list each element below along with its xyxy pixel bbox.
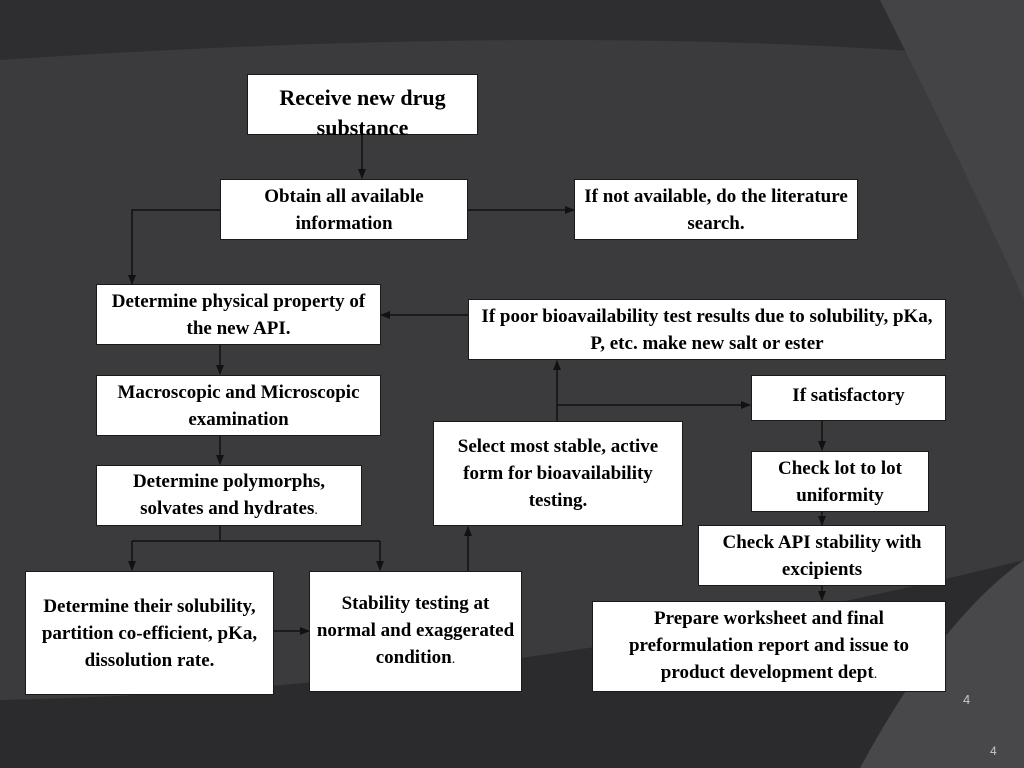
box-obtain-information: Obtain all available information xyxy=(220,179,468,240)
slide-number: 4 xyxy=(963,692,971,707)
box-stability-testing-period: . xyxy=(451,652,456,667)
box-receive-drug: Receive new drug substance xyxy=(247,74,478,140)
box-api-stability-text: Check API stability with excipients xyxy=(722,531,922,580)
box-solubility-text: Determine their solubility, partition co… xyxy=(41,595,258,671)
box-literature-search: If not available, do the literature sear… xyxy=(574,179,858,240)
box-worksheet-text: Prepare worksheet and final preformulati… xyxy=(628,608,910,683)
box-polymorphs-text: Determine polymorphs, solvates and hydra… xyxy=(132,470,326,519)
box-select-stable-form-text: Select most stable, active form for bioa… xyxy=(457,436,659,511)
box-polymorphs-period: . xyxy=(314,502,318,518)
box-solubility: Determine their solubility, partition co… xyxy=(25,571,274,695)
box-physical-property-text: Determine physical property of the new A… xyxy=(111,290,366,339)
box-lot-uniformity: Check lot to lot uniformity xyxy=(751,451,929,512)
box-worksheet-content: Prepare worksheet and final preformulati… xyxy=(597,605,941,688)
box-poor-bioavailability-text: If poor bioavailability test results due… xyxy=(481,305,933,354)
box-macroscopic-examination-text: Macroscopic and Microscopic examination xyxy=(117,381,360,430)
box-polymorphs-content: Determine polymorphs, solvates and hydra… xyxy=(101,468,357,524)
box-receive-drug-text: Receive new drug substance xyxy=(279,85,446,140)
footer-slide-number: 4 xyxy=(990,744,997,758)
arrow-obtain-to-physical xyxy=(128,209,220,285)
box-stability-testing-text: Stability testing at normal and exaggera… xyxy=(316,593,515,668)
box-polymorphs: Determine polymorphs, solvates and hydra… xyxy=(96,465,362,526)
box-worksheet-period: . xyxy=(873,667,878,682)
box-macroscopic-examination: Macroscopic and Microscopic examination xyxy=(96,375,381,436)
box-physical-property: Determine physical property of the new A… xyxy=(96,284,381,345)
box-obtain-information-text: Obtain all available information xyxy=(264,185,424,234)
box-lot-uniformity-text: Check lot to lot uniformity xyxy=(777,457,902,506)
box-worksheet: Prepare worksheet and final preformulati… xyxy=(592,601,946,692)
box-if-satisfactory-text: If satisfactory xyxy=(792,385,905,406)
box-literature-search-text: If not available, do the literature sear… xyxy=(584,185,848,234)
box-stability-testing: Stability testing at normal and exaggera… xyxy=(309,571,522,692)
box-select-stable-form: Select most stable, active form for bioa… xyxy=(433,421,683,526)
box-stability-testing-content: Stability testing at normal and exaggera… xyxy=(314,590,517,673)
box-poor-bioavailability: If poor bioavailability test results due… xyxy=(468,299,946,360)
box-if-satisfactory: If satisfactory xyxy=(751,375,946,421)
box-api-stability: Check API stability with excipients xyxy=(698,525,946,586)
